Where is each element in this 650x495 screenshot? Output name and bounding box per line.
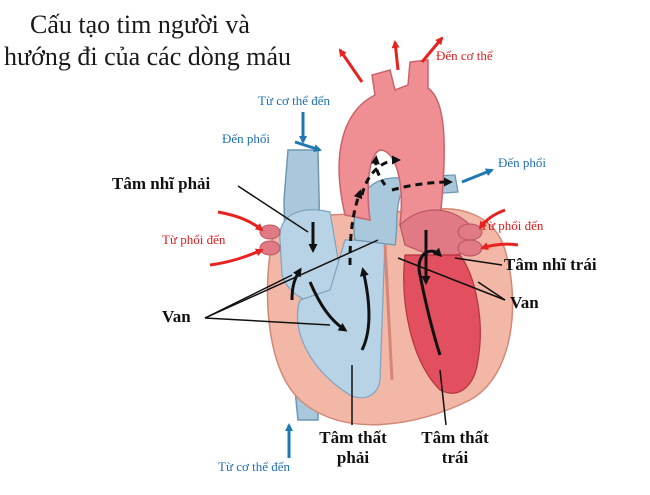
flow-label-tu-co-the-den-bottom: Từ cơ thể đến	[218, 459, 291, 474]
label-tam-nhi-trai: Tâm nhĩ trái	[504, 255, 597, 274]
label-van-left: Van	[162, 307, 191, 326]
arrow-from-lungs-left-2	[209, 248, 264, 267]
arrow-to-body-left	[338, 48, 364, 83]
title-line-1: Cấu tạo tim người và	[30, 10, 250, 39]
arrow-to-body-right	[420, 36, 444, 63]
label-van-right: Van	[510, 293, 539, 312]
arrow-to-lungs-left	[294, 140, 322, 152]
arrow-from-lungs-right-1	[478, 208, 506, 230]
arrow-to-body-mid	[391, 40, 400, 71]
arrow-from-lungs-left-1	[217, 210, 264, 232]
flow-label-den-phoi-right: Đến phổi	[498, 155, 547, 170]
flow-label-den-co-the: Đến cơ thể	[436, 48, 493, 63]
title-line-2: hướng đi của các dòng máu	[4, 42, 292, 71]
flow-label-tu-co-the-den-top: Từ cơ thể đến	[258, 93, 331, 108]
flow-label-tu-phoi-den-left: Từ phổi đến	[162, 232, 226, 247]
arrow-from-lungs-right-2	[480, 242, 519, 251]
label-tam-that-phai: Tâm thất phải	[319, 428, 387, 467]
arrow-to-lungs-right	[461, 168, 494, 184]
right-ventricle	[296, 239, 386, 399]
label-tam-that-trai: Tâm thất trái	[421, 428, 489, 467]
flow-label-den-phoi-left: Đến phổi	[222, 131, 271, 146]
label-tam-nhi-phai: Tâm nhĩ phải	[112, 174, 211, 193]
flow-label-tu-phoi-den-right: Từ phổi đến	[480, 218, 544, 233]
